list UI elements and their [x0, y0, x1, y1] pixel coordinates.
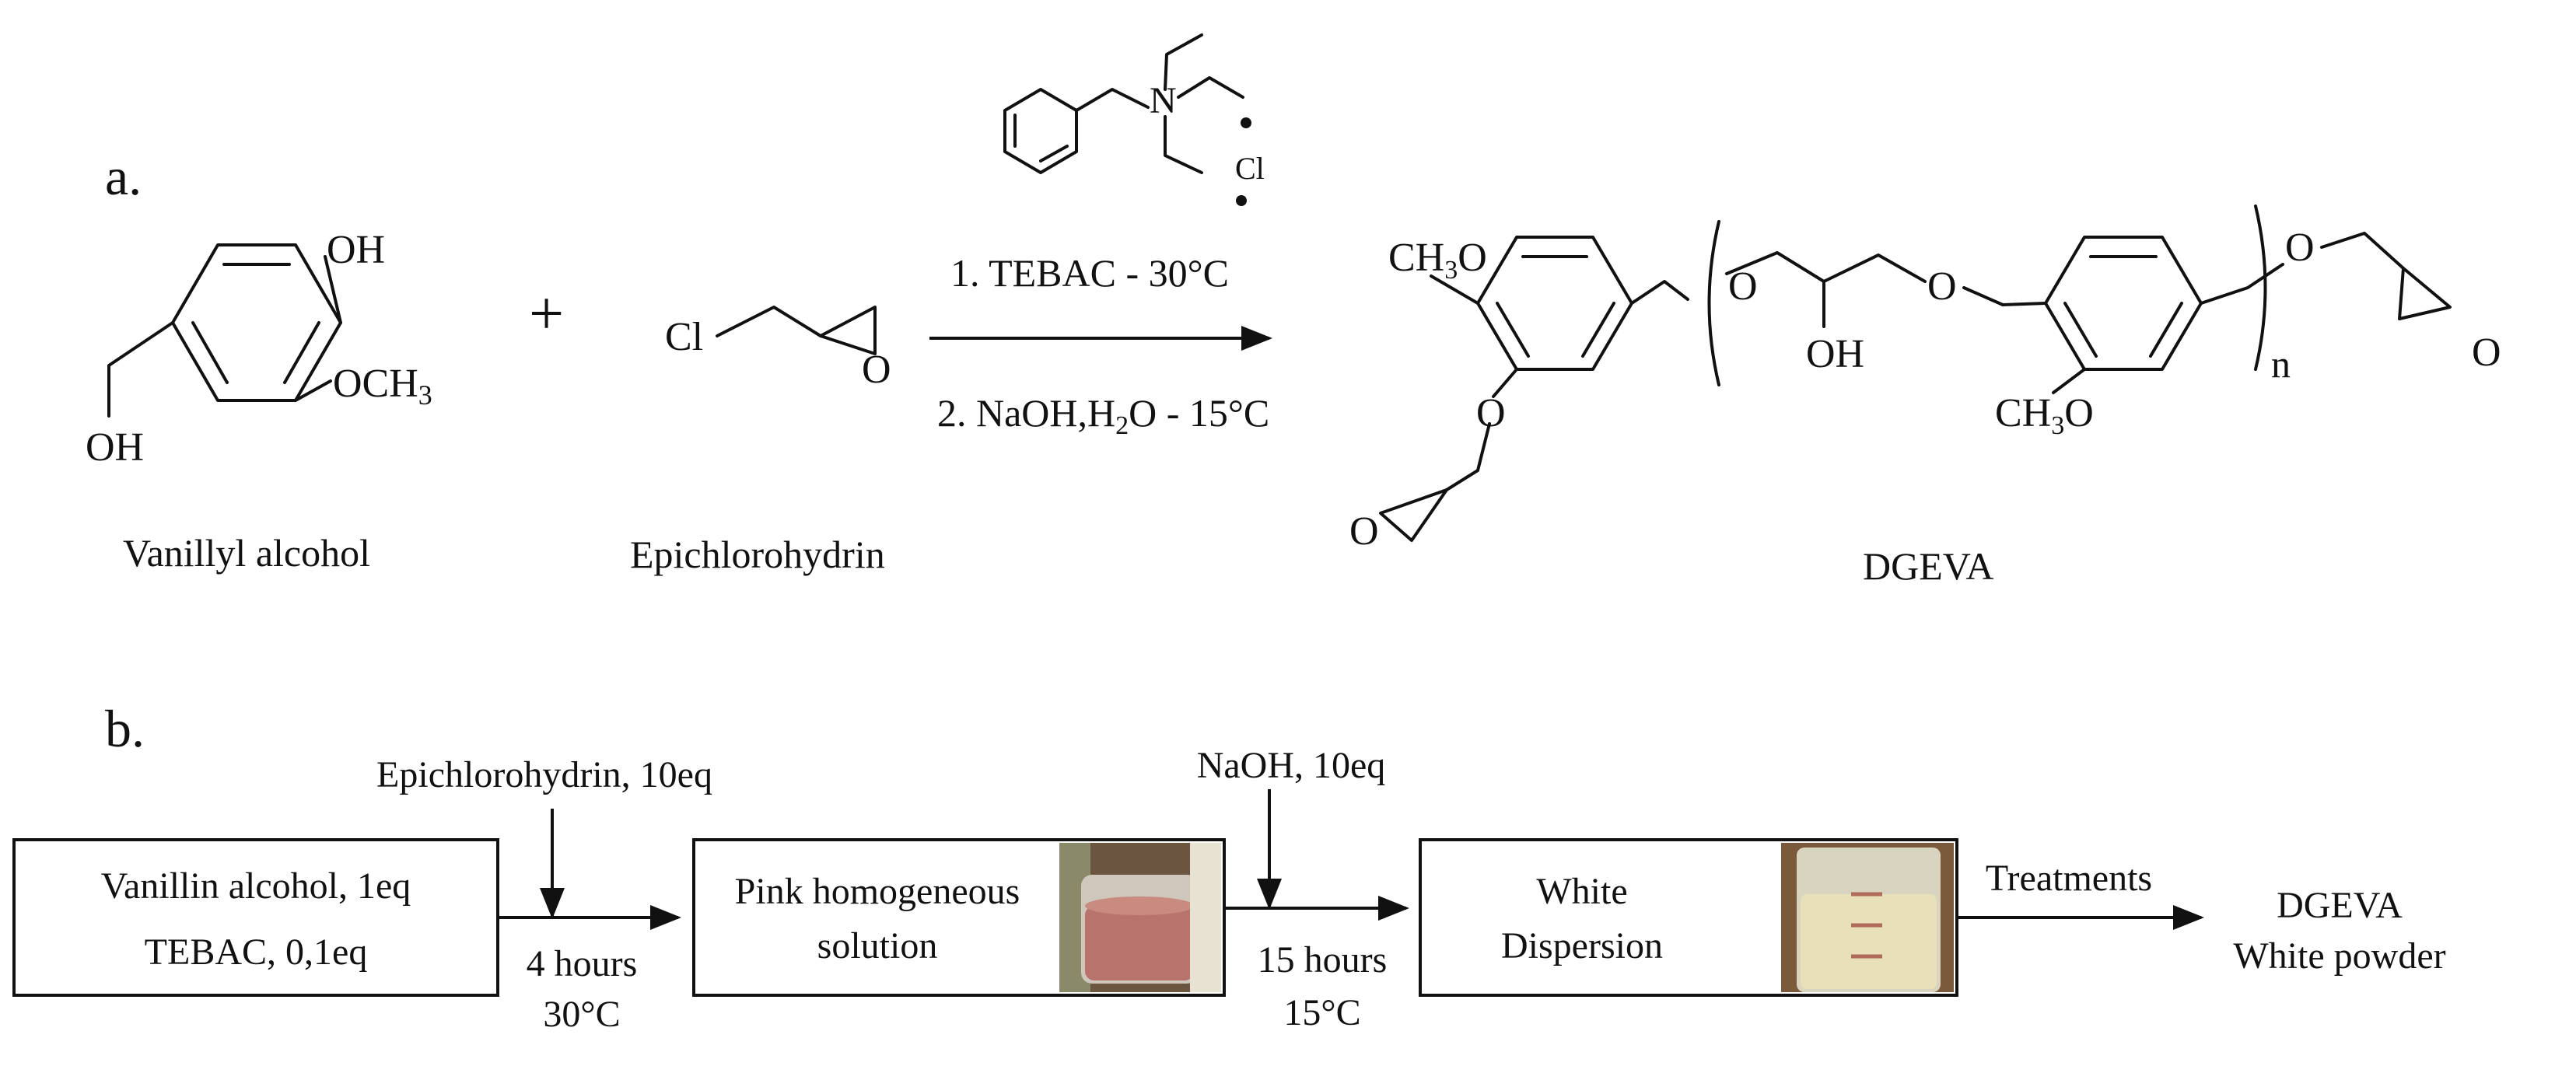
- step2-time: 15 hours: [1258, 939, 1388, 980]
- box2-line1: Pink homogeneous: [735, 871, 1020, 912]
- condition-step-1: 1. TEBAC - 30°C: [950, 251, 1229, 295]
- box1-line1: Vanillin alcohol, 1eq: [101, 865, 411, 907]
- dgeva-o2: O: [1927, 264, 1957, 309]
- reagent2-label: NaOH, 10eq: [1197, 745, 1386, 786]
- dgeva-o-epoxide-right: O: [2472, 330, 2501, 375]
- result-line2: White powder: [2233, 935, 2445, 977]
- epichlorohydrin-structure: Cl O: [665, 306, 891, 392]
- dgeva-name: DGEVA: [1863, 544, 1994, 588]
- vanillyl-oh-top: OH: [327, 228, 385, 272]
- dgeva-o-epoxide-left: O: [1349, 509, 1379, 554]
- condition-step-2: 2. NaOH,H2O - 15°C: [937, 391, 1269, 440]
- panel-b-label: b.: [105, 699, 145, 758]
- box3-line1: White: [1536, 871, 1627, 912]
- tebac-structure: N Cl: [1003, 33, 1265, 206]
- tebac-cl: Cl: [1235, 151, 1265, 186]
- tebac-minus-charge: [1236, 195, 1247, 206]
- tebac-n: N: [1150, 80, 1177, 121]
- epi-cl: Cl: [665, 315, 703, 359]
- box1-line2: TEBAC, 0,1eq: [145, 931, 368, 973]
- dgeva-repeat-n: n: [2271, 342, 2291, 386]
- pink-solution-photo: [1059, 843, 1221, 992]
- step3-label: Treatments: [1986, 858, 2152, 899]
- dgeva-structure: CH3O O OH O O O CH3O n O O: [1349, 204, 2501, 554]
- vanillyl-och3: OCH3: [333, 362, 432, 411]
- step2-temp: 15°C: [1283, 992, 1360, 1033]
- tebac-plus-charge: [1241, 117, 1251, 128]
- dgeva-ch3o-bottom: CH3O: [1995, 391, 2094, 440]
- panel-a-label: a.: [105, 147, 142, 206]
- epichlorohydrin-name: Epichlorohydrin: [630, 533, 885, 576]
- white-dispersion-photo: [1781, 843, 1954, 992]
- dgeva-oh: OH: [1806, 332, 1864, 376]
- step1-temp: 30°C: [543, 994, 620, 1035]
- dgeva-o3: O: [2285, 225, 2315, 270]
- dgeva-o-phenoxy: O: [1476, 391, 1506, 435]
- reagent1-label: Epichlorohydrin, 10eq: [376, 754, 712, 795]
- box2-line2: solution: [817, 925, 938, 966]
- vanillyl-alcohol-name: Vanillyl alcohol: [123, 531, 370, 575]
- plus-sign: +: [529, 280, 564, 348]
- dgeva-ch3o-top-left: CH3O: [1388, 236, 1487, 285]
- vanillyl-oh-bottom: OH: [86, 425, 144, 470]
- epi-o: O: [862, 348, 891, 392]
- vanillyl-alcohol-structure: OH OCH3 OH: [86, 228, 432, 470]
- dgeva-o1: O: [1728, 264, 1758, 309]
- result-line1: DGEVA: [2277, 885, 2403, 926]
- step1-time: 4 hours: [527, 943, 638, 984]
- box3-line2: Dispersion: [1501, 925, 1663, 966]
